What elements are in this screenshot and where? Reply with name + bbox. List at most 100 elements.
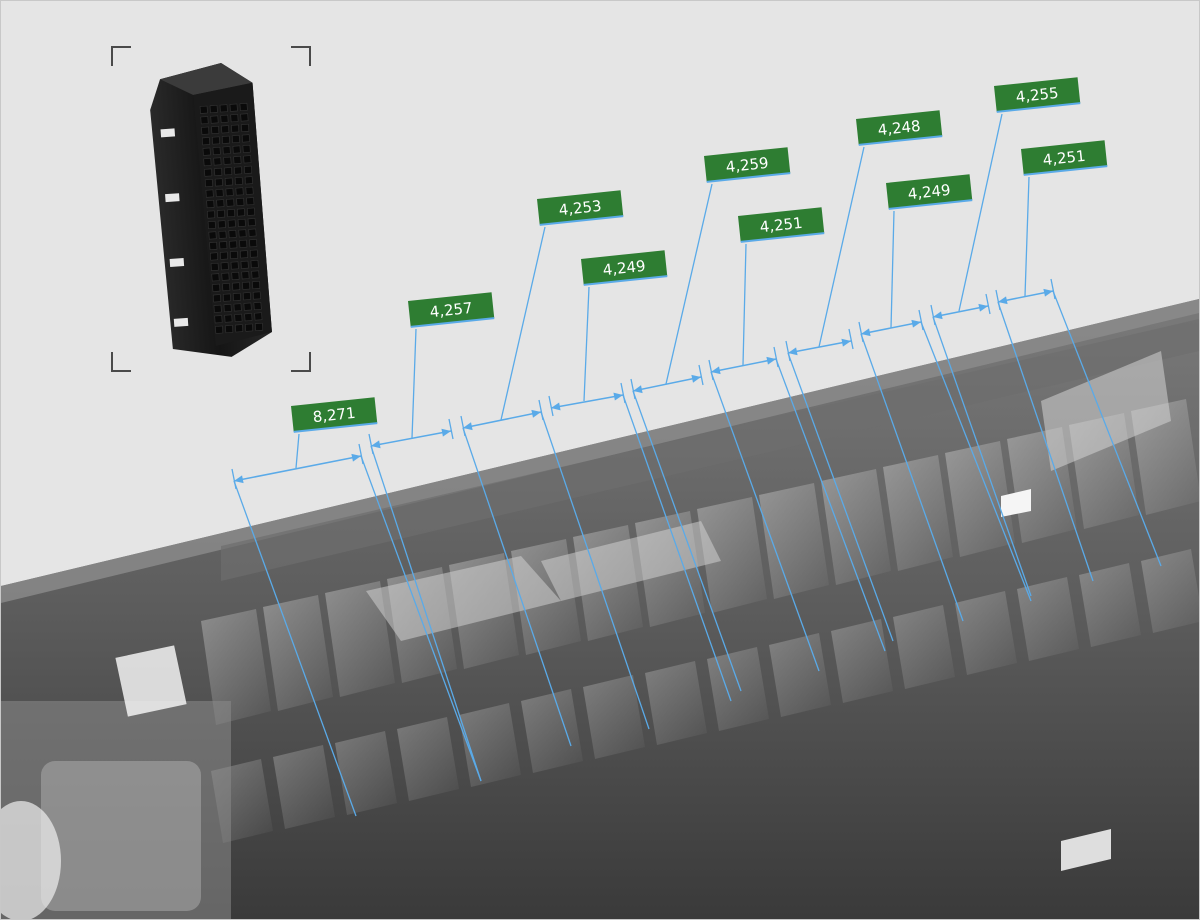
thumb-contact-cell — [232, 282, 241, 291]
extension-tick — [231, 468, 237, 490]
thumb-contact-cell — [201, 126, 210, 135]
extension-tick — [448, 418, 454, 440]
thumb-contact-cell — [211, 125, 220, 135]
label-underline — [293, 422, 378, 433]
arrowhead — [633, 385, 643, 394]
thumb-contact-cell — [199, 105, 208, 114]
dimension-label: 8,271 — [291, 397, 378, 433]
thumb-contact-cell — [253, 301, 262, 311]
thumb-contact-cell — [229, 240, 238, 249]
thumb-contact-cell — [241, 271, 250, 280]
frame-corner-top-right — [291, 46, 311, 66]
frame-corner-bottom-left — [111, 352, 131, 372]
thumb-contact-cell — [201, 137, 211, 146]
extension-line — [233, 480, 357, 817]
thumb-contact-cell — [229, 103, 238, 112]
leader-line — [295, 433, 300, 469]
thumb-contact-cell — [214, 167, 223, 176]
thumb-contact-cell — [245, 186, 254, 195]
thumb-contact-cell — [220, 262, 229, 271]
extension-tick — [368, 433, 374, 455]
arrowhead — [788, 347, 798, 356]
extension-tick — [358, 443, 364, 465]
arrowhead — [463, 422, 473, 431]
dimension-value: 4,257 — [429, 299, 474, 321]
thumb-contact-cell — [249, 239, 258, 248]
arrowhead — [441, 428, 451, 437]
ghost-slot — [769, 633, 831, 717]
thumb-contact-cell — [235, 324, 244, 333]
extension-tick — [858, 321, 864, 343]
extension-line — [775, 358, 886, 652]
label-background — [537, 190, 624, 225]
ghost-slot — [645, 661, 707, 745]
thumb-contact-cell — [225, 324, 234, 334]
label-background — [581, 250, 668, 285]
extension-line — [860, 333, 964, 622]
thumb-contact-cell — [236, 197, 245, 207]
thumb-contact-cell — [214, 315, 223, 324]
thumb-contact-cell — [224, 177, 233, 186]
thumb-contact-cell — [219, 104, 228, 113]
extension-tick — [630, 378, 636, 400]
thumb-contact-cell — [215, 325, 224, 334]
thumb-contact-cell — [219, 251, 229, 260]
thumb-contact-cell — [230, 261, 239, 270]
thumb-contact-cell — [226, 198, 235, 207]
frame-corner-top-left — [111, 46, 131, 66]
extension-tick — [930, 304, 936, 326]
thumb-contact-cell — [212, 146, 221, 156]
arrowhead — [613, 392, 623, 401]
dimension-value: 4,249 — [602, 257, 647, 279]
ghost-slot — [707, 647, 769, 731]
leader-line — [583, 286, 590, 402]
ghost-latch — [541, 521, 721, 601]
thumb-contact-cell — [211, 136, 220, 145]
arrowhead — [551, 402, 561, 411]
thumb-contact-cell — [207, 210, 216, 219]
extension-line — [540, 411, 650, 730]
arrowhead — [711, 366, 721, 375]
dimension-label: 4,251 — [738, 207, 825, 243]
dimension-label: 4,248 — [856, 110, 943, 146]
thumb-contact-cell — [240, 113, 249, 122]
ghost-slot — [955, 591, 1017, 675]
thumb-contact-cell — [215, 188, 224, 197]
leader-line — [742, 243, 747, 366]
thumb-contact-cell — [229, 250, 239, 260]
thumb-contact-cell — [251, 270, 260, 279]
thumb-contact-cell — [232, 145, 241, 154]
thumb-contact-cell — [223, 156, 232, 165]
dimension-label: 4,251 — [1021, 140, 1108, 176]
ghost-slot — [1017, 577, 1079, 661]
dimension-10: 4,251 — [995, 140, 1162, 582]
thumb-contact-cell — [237, 218, 246, 227]
thumb-contact-cell — [221, 272, 230, 281]
thumb-contact-cell — [241, 134, 250, 143]
thumb-contact-cell — [228, 230, 237, 239]
thumb-contact-cell — [239, 239, 248, 248]
thumb-contact-cell — [210, 262, 219, 271]
extension-tick — [773, 346, 779, 368]
thumb-contact-cell — [235, 187, 244, 196]
ghost-slot — [1079, 563, 1141, 647]
arrowhead — [351, 453, 361, 462]
thumb-contact-cell — [216, 199, 225, 208]
connector-end-cap — [1, 645, 231, 919]
extension-tick — [538, 399, 544, 421]
thumb-contact-cell — [244, 313, 253, 322]
dimension-line — [632, 376, 702, 392]
label-underline — [583, 275, 668, 286]
ghost-slot — [521, 689, 583, 773]
dimension-label: 4,259 — [704, 147, 791, 183]
ghost-slot — [1141, 549, 1199, 633]
thumb-contact-cell — [231, 135, 240, 144]
dimension-7: 4,248 — [785, 110, 943, 642]
thumb-contact-cell — [243, 302, 252, 311]
ghost-slot — [821, 469, 891, 585]
arrowhead — [234, 475, 244, 484]
thumb-contact-cell — [242, 281, 251, 290]
thumb-contact-cell — [213, 304, 222, 313]
dimension-1: 8,271 — [231, 397, 482, 817]
thumb-contact-cell — [231, 271, 240, 281]
